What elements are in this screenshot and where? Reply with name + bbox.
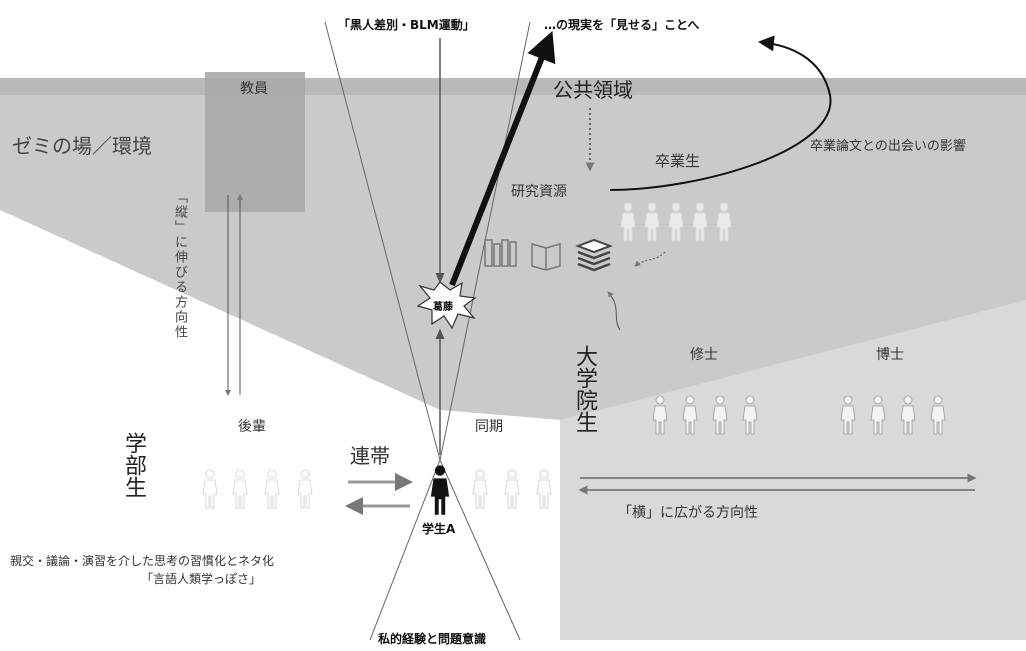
funnel-line — [369, 459, 441, 641]
curved-arrow — [609, 35, 832, 191]
solidarity-label: 連帯 — [350, 444, 390, 468]
funnel-line — [324, 21, 441, 461]
linguistics-quote-label: 「言語人類学っぽさ」 — [141, 572, 262, 586]
vertical-direction-label: 「縦」に伸びる方向性 — [172, 190, 187, 340]
stacked-books-icon — [575, 238, 613, 272]
graduates-label: 卒業生 — [655, 152, 701, 170]
wiggle-arrow — [634, 251, 666, 267]
peers-label: 同期 — [475, 419, 503, 435]
seminar-label: ゼミの場／環境 — [12, 134, 152, 158]
student-a-label: 学生A — [422, 522, 456, 536]
doctoral-label: 博士 — [876, 347, 904, 363]
habituation-label: 親交・議論・演習を介した思考の習慣化とネタ化 — [10, 554, 275, 568]
blm-label: 「黒人差別・BLM運動」 — [338, 18, 475, 32]
thesis-influence-label: 卒業論文との出会いの影響 — [810, 139, 966, 154]
thick-arrow — [449, 30, 556, 287]
wiggle-arrow — [607, 291, 621, 331]
open-book-icon — [531, 243, 561, 271]
show-reality-label: …の現実を「見せる」ことへ — [544, 18, 700, 32]
faculty-label: 教員 — [240, 81, 268, 97]
faculty-box — [205, 72, 305, 212]
private-experience-label: 私的経験と問題意識 — [378, 632, 487, 646]
conflict-burst — [416, 281, 477, 330]
juniors-label: 後輩 — [238, 419, 266, 435]
public-sphere-label: 公共領域 — [553, 78, 633, 102]
background-white-wedge — [0, 210, 560, 640]
horizontal-direction-label: 「横」に広がる方向性 — [618, 505, 758, 521]
conflict-label: 葛藤 — [433, 302, 453, 313]
graduate-school-label: 大学院生 — [572, 345, 597, 433]
books-icon — [484, 239, 517, 267]
research-resources-label: 研究資源 — [511, 184, 567, 200]
undergrad-label: 学部生 — [121, 432, 146, 498]
funnel-line — [439, 459, 521, 641]
background-lower-gray — [560, 300, 1026, 640]
masters-label: 修士 — [690, 347, 718, 363]
